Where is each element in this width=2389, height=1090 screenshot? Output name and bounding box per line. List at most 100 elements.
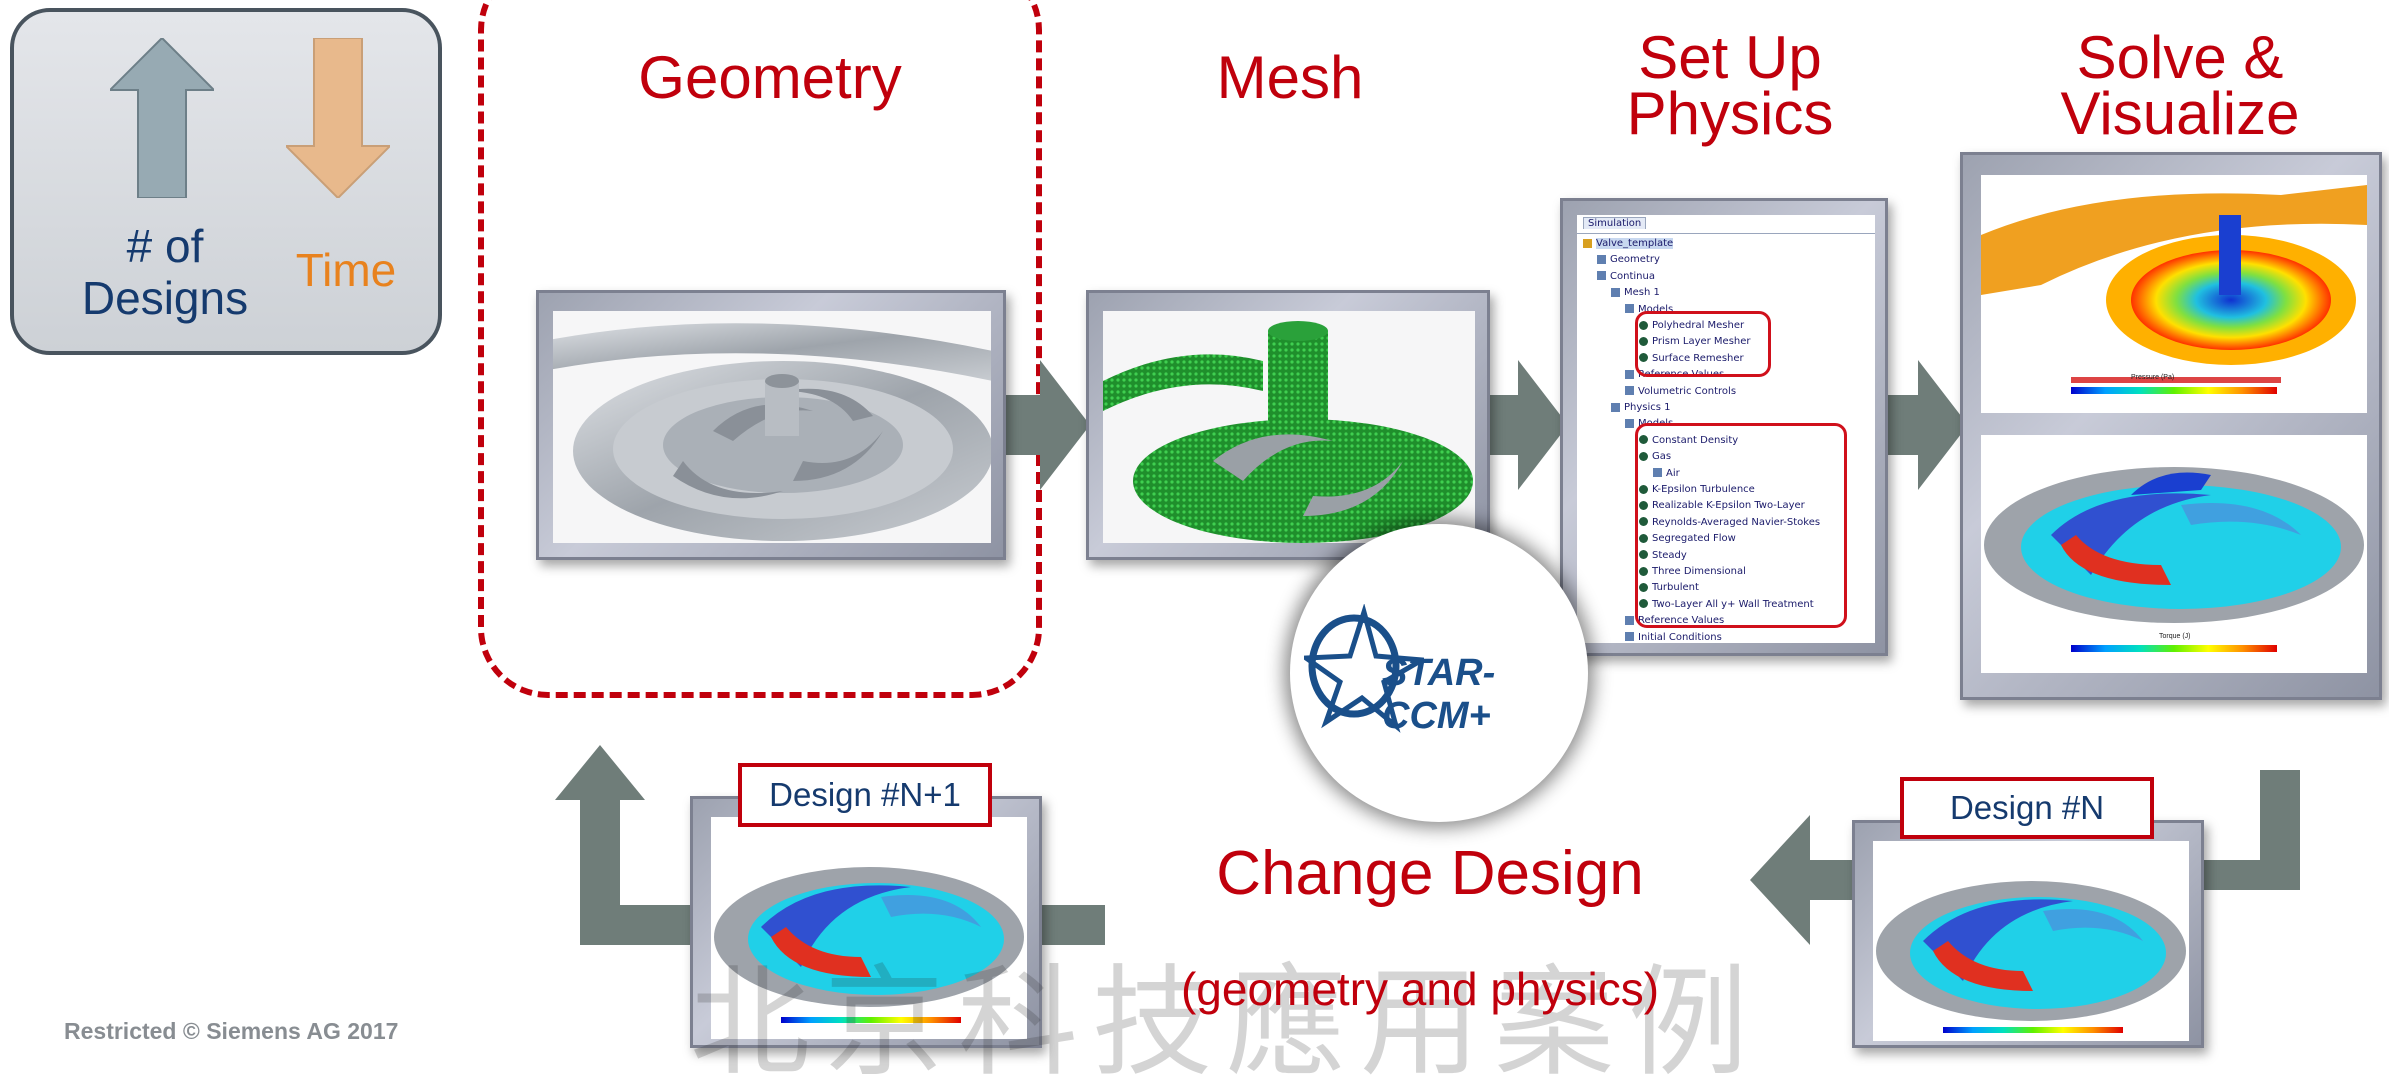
tree-node-icon: [1597, 254, 1606, 264]
designs-label: # of Designs: [70, 220, 260, 324]
tree-node-icon: [1625, 615, 1634, 625]
designs-label-line1: # of: [126, 220, 204, 272]
tree-item-label: Geometry: [1610, 254, 1660, 266]
time-down-arrow-icon: [286, 38, 390, 198]
tree-item-label: Mesh 1: [1624, 287, 1660, 299]
model-gear-icon: [1639, 435, 1648, 445]
arrow-mesh-to-setup: [1478, 360, 1568, 490]
model-gear-icon: [1639, 336, 1648, 346]
tree-item-label: Reference Values: [1638, 615, 1725, 627]
tree-item-label: Turbulent: [1652, 582, 1699, 594]
design-n-colorbar: [1943, 1027, 2123, 1033]
tree-item[interactable]: Mesh 1: [1611, 287, 1660, 298]
mesh-image-frame: [1086, 290, 1490, 560]
tree-node-icon: [1653, 468, 1662, 478]
tree-item-label: Three Dimensional: [1652, 566, 1746, 577]
stage-title-solve-line1: Solve &: [2076, 24, 2284, 91]
torque-render: Torque (J): [1981, 435, 2367, 673]
tree-item-label: K-Epsilon Turbulence: [1652, 484, 1755, 495]
model-gear-icon: [1639, 566, 1648, 576]
mesh-render: [1103, 311, 1475, 543]
tree-item[interactable]: Continua: [1597, 271, 1655, 282]
tree-item-label: Initial Conditions: [1638, 631, 1722, 643]
tree-item[interactable]: Turbulent: [1639, 582, 1699, 593]
tree-item[interactable]: Models: [1625, 304, 1673, 315]
tree-node-icon: [1611, 287, 1620, 297]
stage-title-solve: Solve & Visualize: [2020, 24, 2340, 144]
tree-item[interactable]: Polyhedral Mesher: [1639, 320, 1744, 331]
model-gear-icon: [1639, 484, 1648, 494]
tree-item-label: Two-Layer All y+ Wall Treatment: [1652, 598, 1814, 610]
model-gear-icon: [1639, 533, 1648, 543]
tree-item[interactable]: Segregated Flow: [1639, 533, 1736, 544]
tree-item[interactable]: K-Epsilon Turbulence: [1639, 484, 1755, 495]
tree-item[interactable]: Valve_template: [1583, 238, 1674, 249]
tree-item[interactable]: Reference Values: [1625, 615, 1724, 626]
tree-item-label: Prism Layer Mesher: [1652, 336, 1751, 348]
tree-item-label: Steady: [1652, 549, 1687, 561]
tree-node-icon: [1583, 238, 1592, 248]
tree-item-label: Models: [1638, 303, 1674, 315]
stage-title-setup-line1: Set Up: [1638, 24, 1822, 91]
tree-item-label: Polyhedral Mesher: [1652, 320, 1745, 331]
tree-item[interactable]: Realizable K-Epsilon Two-Layer: [1639, 500, 1805, 511]
torque-contour-image: [1984, 467, 2364, 623]
tree-node-icon: [1625, 632, 1634, 642]
tree-item[interactable]: Gas: [1639, 451, 1671, 462]
tree-item-label: Reynolds-Averaged Navier-Stokes: [1652, 516, 1821, 528]
pressure-colorbar-title: Pressure (Pa): [2131, 374, 2175, 381]
stage-title-mesh: Mesh: [1216, 44, 1364, 111]
tree-item-label: Air: [1666, 467, 1680, 479]
tree-item[interactable]: Surface Remesher: [1639, 353, 1744, 364]
model-gear-icon: [1639, 517, 1648, 527]
tree-item-label: Physics 1: [1624, 402, 1671, 413]
legend-box: # of Designs Time: [10, 8, 442, 355]
tree-item[interactable]: Prism Layer Mesher: [1639, 336, 1751, 347]
design-n-frame: [1852, 820, 2204, 1048]
star-logo-icon: [1304, 604, 1424, 733]
tree-item[interactable]: Reynolds-Averaged Navier-Stokes: [1639, 517, 1820, 528]
star-ccm-logo-text: STAR-CCM+: [1382, 652, 1496, 737]
physics-models-highlight: [1635, 423, 1847, 628]
arrow-geometry-to-mesh: [1000, 360, 1090, 490]
pressure-render: Pressure (Pa): [1981, 175, 2367, 413]
stage-title-setup-line2: Physics: [1626, 80, 1834, 147]
mesh-models-highlight: [1635, 311, 1771, 377]
tree-item[interactable]: Geometry: [1597, 254, 1660, 265]
design-n1-colorbar: [781, 1017, 961, 1023]
footer-copyright: Restricted © Siemens AG 2017: [64, 1018, 399, 1044]
model-gear-icon: [1639, 550, 1648, 560]
tree-node-icon: [1611, 402, 1620, 412]
mesh-image: [1103, 311, 1475, 543]
tree-item[interactable]: Air: [1653, 468, 1680, 479]
geometry-image-frame: [536, 290, 1006, 560]
pump-geometry-image: [553, 311, 991, 543]
solve-visualize-frame: Pressure (Pa) Torque (J): [1960, 152, 2382, 700]
model-gear-icon: [1639, 320, 1648, 330]
model-gear-icon: [1639, 599, 1648, 609]
geometry-render: [553, 311, 991, 543]
tree-item[interactable]: Constant Density: [1639, 435, 1738, 446]
tree-item[interactable]: Volumetric Controls: [1625, 386, 1736, 397]
pressure-contour-image: [1981, 185, 2367, 383]
tree-item-label: Valve_template: [1596, 238, 1674, 249]
tree-item-label: Surface Remesher: [1652, 352, 1744, 364]
tree-item[interactable]: Steady: [1639, 550, 1687, 561]
tree-item[interactable]: Physics 1: [1611, 402, 1671, 413]
time-label: Time: [295, 244, 397, 296]
designs-label-line2: Designs: [81, 272, 249, 324]
design-n-contour-image: [1876, 881, 2186, 1021]
arrow-setup-to-solve: [1878, 360, 1968, 490]
pressure-colorbar: [2071, 387, 2277, 394]
tab-simulation[interactable]: Simulation: [1583, 217, 1647, 229]
tree-node-icon: [1625, 386, 1634, 396]
tree-item[interactable]: Three Dimensional: [1639, 566, 1746, 577]
tree-item-label: Segregated Flow: [1652, 533, 1736, 545]
tree-item[interactable]: Two-Layer All y+ Wall Treatment: [1639, 599, 1814, 610]
design-n1-contour-image: [714, 867, 1024, 1007]
tree-item[interactable]: Initial Conditions: [1625, 632, 1722, 643]
stage-title-setup: Set Up Physics: [1580, 24, 1880, 147]
tree-item-label: Constant Density: [1652, 434, 1739, 446]
